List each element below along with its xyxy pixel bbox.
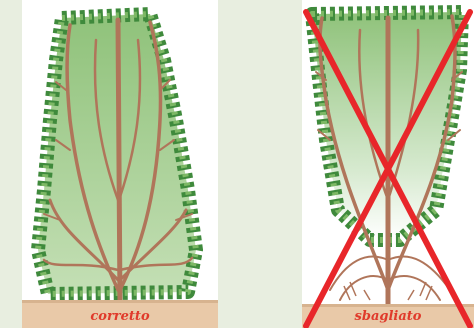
hedge-tapered-icon	[22, 14, 218, 328]
label-correct: corretto	[22, 308, 218, 326]
label-wrong: sbagliato	[302, 308, 474, 326]
